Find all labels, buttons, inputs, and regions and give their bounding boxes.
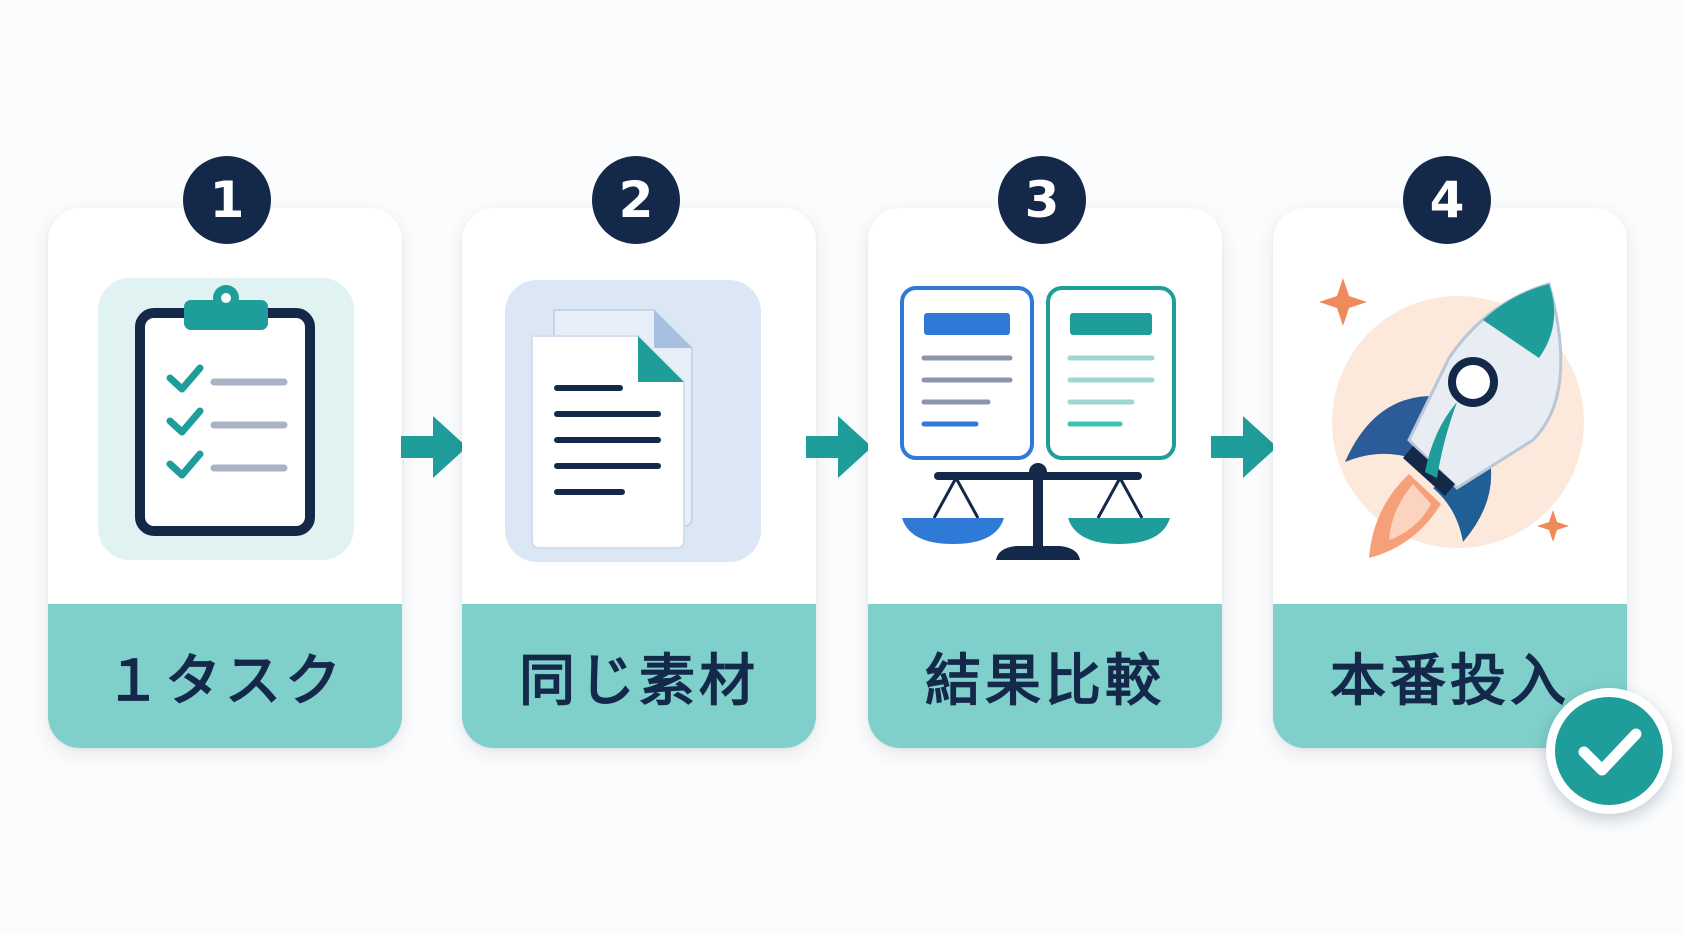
step-number-badge: 4 xyxy=(1403,156,1491,244)
step-card-2: 同じ素材 xyxy=(462,208,816,748)
step-number-badge: 3 xyxy=(998,156,1086,244)
step-label: 同じ素材 xyxy=(519,648,759,714)
clipboard-checklist-icon xyxy=(98,278,354,560)
step-label: 結果比較 xyxy=(925,648,1165,714)
step-label-bar: 本番投入 xyxy=(1273,604,1627,748)
checkmark-icon xyxy=(1555,697,1663,805)
arrow-right-icon xyxy=(401,416,467,478)
step-number-badge: 2 xyxy=(592,156,680,244)
step-label-bar: １タスク xyxy=(48,604,402,748)
step-label: 本番投入 xyxy=(1330,648,1570,714)
documents-icon xyxy=(505,280,761,562)
step-card-4: 本番投入 xyxy=(1273,208,1627,748)
step-label-bar: 結果比較 xyxy=(868,604,1222,748)
step-number-badge: 1 xyxy=(183,156,271,244)
step-label: １タスク xyxy=(105,648,345,714)
rocket-icon xyxy=(1319,278,1584,558)
arrow-right-icon xyxy=(1211,416,1277,478)
comparison-scale-icon xyxy=(900,286,1176,560)
completion-badge xyxy=(1546,688,1672,814)
step-card-1: １タスク xyxy=(48,208,402,748)
step-card-3: 結果比較 xyxy=(868,208,1222,748)
step-label-bar: 同じ素材 xyxy=(462,604,816,748)
arrow-right-icon xyxy=(806,416,872,478)
